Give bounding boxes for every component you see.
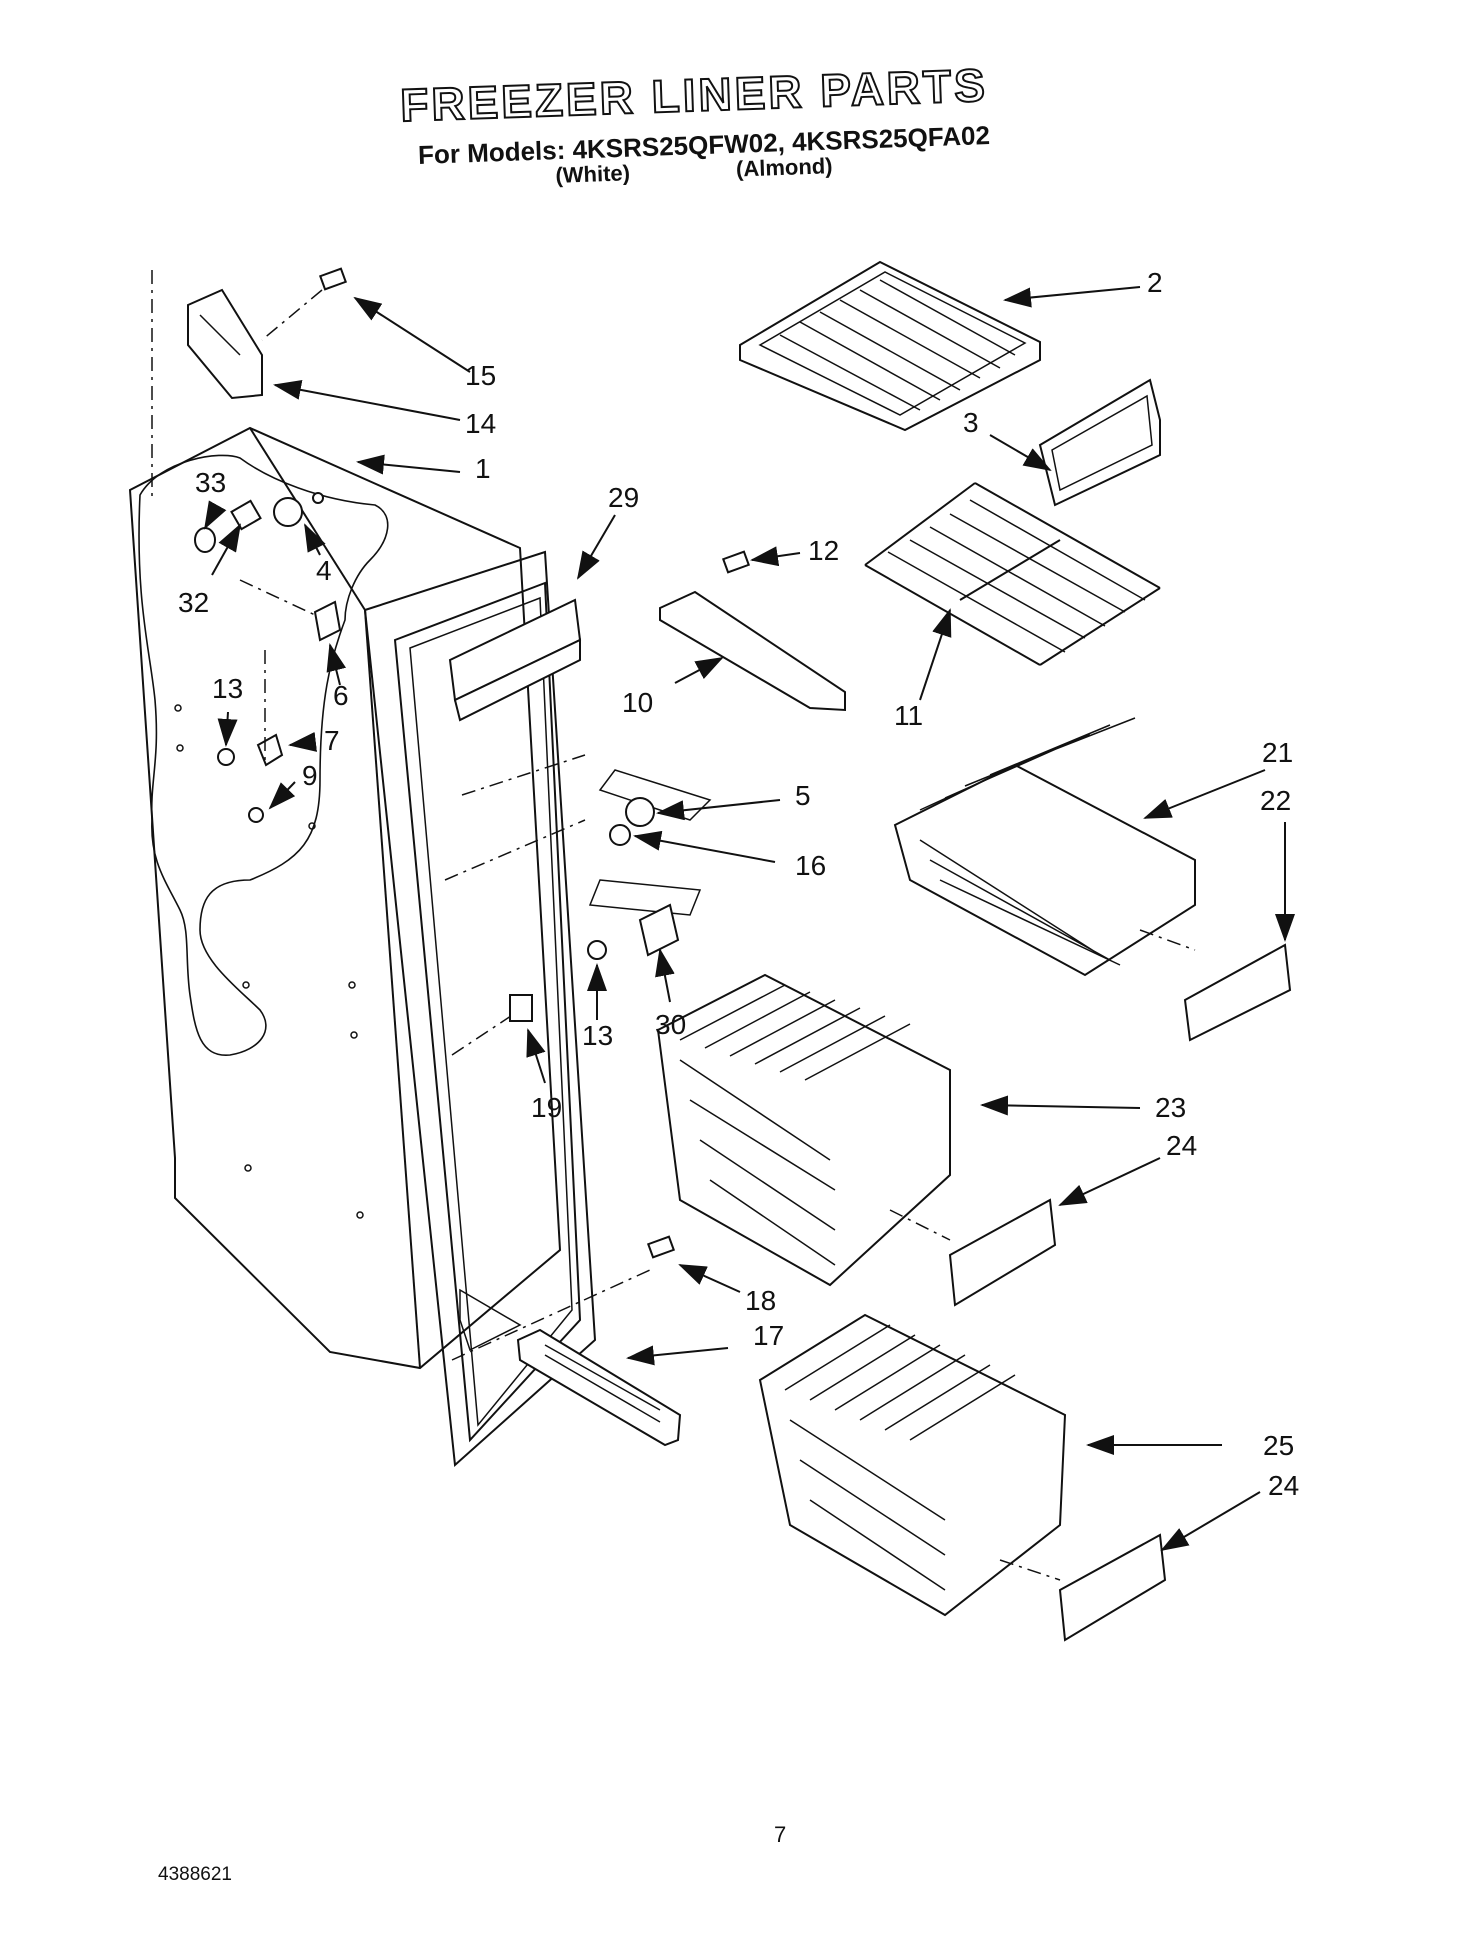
callout-1: 1 [475,453,491,484]
basket-front-24a [948,1198,1057,1307]
basket-front-24b [1058,1533,1167,1642]
screw-18 [646,1235,676,1259]
callout-22: 22 [1260,785,1291,816]
callout-32: 32 [178,587,209,618]
callout-labels: 2 3 15 14 1 29 33 4 32 6 13 7 9 12 10 11… [178,267,1299,1501]
callout-2: 2 [1147,267,1163,298]
callout-15: 15 [465,360,496,391]
liner-holes [174,704,364,1219]
callout-9: 9 [302,760,318,791]
basket-25 [758,1313,1067,1617]
rail-10 [659,550,846,712]
callout-30: 30 [655,1009,686,1040]
callout-23: 23 [1155,1092,1186,1123]
vent-17 [516,1328,682,1447]
callout-33: 33 [195,467,226,498]
wiring-outline [138,454,389,1056]
callout-19: 19 [531,1092,562,1123]
small-parts-6-7-13-9 [217,579,342,823]
callout-18: 18 [745,1285,776,1316]
wire-shelf-11 [864,482,1161,666]
basket-21 [893,717,1196,977]
callout-13-left: 13 [212,673,243,704]
freezer-liner [128,270,597,1468]
page-number: 7 [774,1822,787,1847]
callout-4: 4 [316,555,332,586]
callout-16: 16 [795,850,826,881]
callout-10: 10 [622,687,653,718]
callout-21: 21 [1262,737,1293,768]
callout-25: 25 [1263,1430,1294,1461]
callout-3: 3 [963,407,979,438]
callout-12: 12 [808,535,839,566]
shelf-2 [739,260,1041,432]
callout-29: 29 [608,482,639,513]
callout-24-upper: 24 [1166,1130,1197,1161]
hinge-bracket-14 [187,288,263,400]
basket-23 [656,973,951,1287]
basket-front-22 [1183,943,1292,1042]
small-parts-5-16-30-13 [587,769,712,960]
callout-5: 5 [795,780,811,811]
part-19 [509,994,533,1022]
callout-7: 7 [324,725,340,756]
callout-6: 6 [333,680,349,711]
document-number: 4388621 [158,1864,232,1885]
callout-14: 14 [465,408,496,439]
callout-11: 11 [894,700,923,731]
shelf-front-3 [1038,378,1161,507]
callout-13-mid: 13 [582,1020,613,1051]
callout-17: 17 [753,1320,784,1351]
small-parts-33-32-4 [194,492,324,553]
callout-arrows [204,286,1295,1552]
screw-15 [261,267,348,341]
callout-24-lower: 24 [1268,1470,1299,1501]
